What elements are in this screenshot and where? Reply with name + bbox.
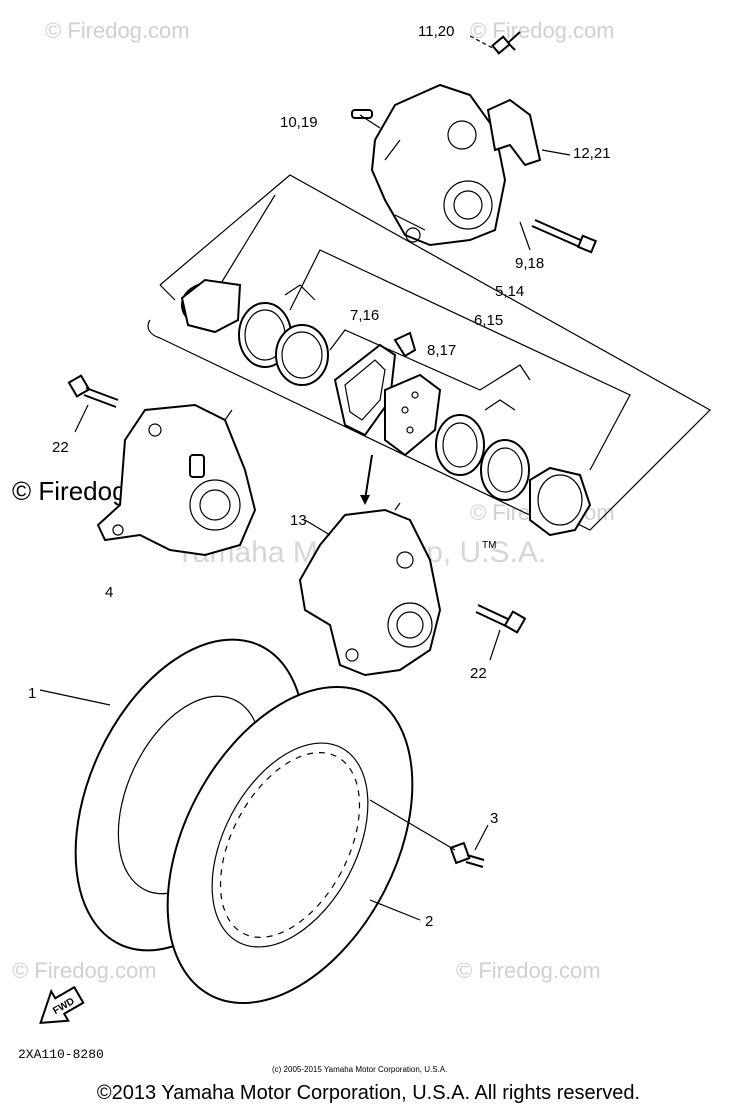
callout-8-17: 8,17 bbox=[427, 342, 456, 359]
piston-seals-left bbox=[180, 278, 329, 386]
callout-12-21: 12,21 bbox=[573, 145, 611, 162]
footer-copyright: ©2013 Yamaha Motor Corporation, U.S.A. A… bbox=[96, 1082, 641, 1104]
callout-7-16: 7,16 bbox=[350, 307, 379, 324]
brake-disc-right bbox=[166, 686, 414, 1004]
callout-2: 2 bbox=[425, 913, 433, 930]
watermark-firedog-bottom-right: © Firedog.com bbox=[456, 958, 601, 983]
small-copyright: (c) 2005-2015 Yamaha Motor Corporation, … bbox=[272, 1065, 447, 1074]
top-caliper bbox=[351, 31, 598, 254]
watermark-tm: TM bbox=[482, 540, 496, 551]
callout-3: 3 bbox=[490, 810, 498, 827]
bolt-right bbox=[475, 604, 527, 634]
piston-seals-right bbox=[435, 414, 592, 537]
callout-5-14: 5,14 bbox=[495, 283, 524, 300]
watermark-firedog-top-left: © Firedog.com bbox=[45, 18, 190, 43]
fwd-arrow-icon: FWD bbox=[39, 985, 85, 1024]
callout-10-19: 10,19 bbox=[280, 114, 318, 131]
right-caliper bbox=[298, 502, 442, 677]
callout-6-15: 6,15 bbox=[474, 312, 503, 329]
callout-22-left: 22 bbox=[52, 439, 69, 456]
disc-bolt bbox=[449, 841, 485, 868]
callout-9-18: 9,18 bbox=[515, 255, 544, 272]
left-caliper bbox=[96, 403, 257, 557]
diagram-code: 2XA110-8280 bbox=[18, 1047, 104, 1062]
callout-4: 4 bbox=[105, 584, 113, 601]
bolt-left bbox=[67, 374, 119, 408]
callout-11-20: 11,20 bbox=[418, 23, 454, 40]
watermark-firedog-top-right: © Firedog.com bbox=[470, 18, 615, 43]
callout-13: 13 bbox=[290, 512, 307, 529]
watermark-firedog-bottom-left: © Firedog.com bbox=[12, 958, 157, 983]
brake-pads bbox=[333, 331, 442, 457]
callout-22-right: 22 bbox=[470, 665, 487, 682]
callout-1: 1 bbox=[28, 685, 36, 702]
